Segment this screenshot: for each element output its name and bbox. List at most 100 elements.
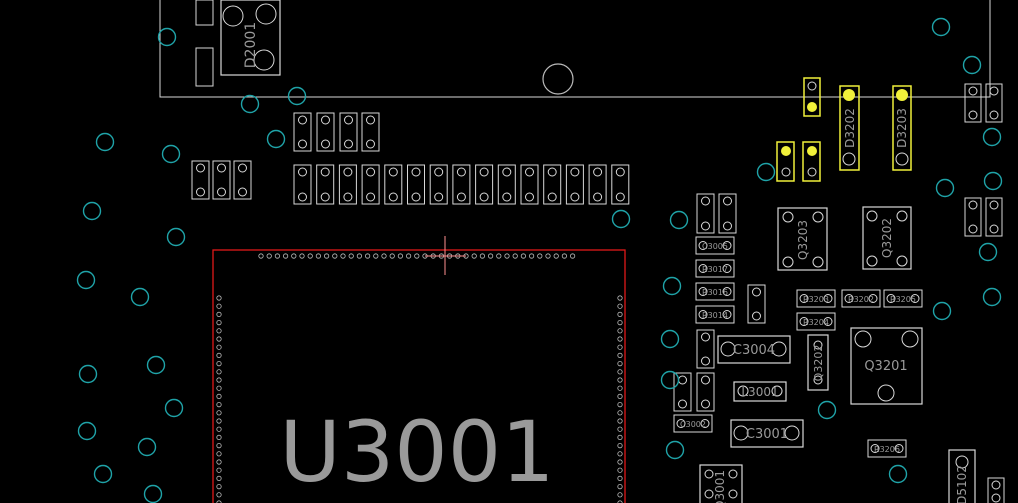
passive-part[interactable]: [233, 160, 252, 200]
passive-part[interactable]: [293, 112, 312, 152]
ic-pad-row: [216, 253, 623, 503]
part-label: R3017: [702, 265, 728, 274]
passive-part[interactable]: [452, 164, 471, 205]
passive-part[interactable]: [316, 112, 335, 152]
passive-part[interactable]: [361, 164, 380, 205]
via: [982, 287, 1002, 307]
passive-part[interactable]: [429, 164, 448, 205]
via: [962, 55, 982, 75]
part-label: R3204: [803, 318, 829, 327]
passive-part[interactable]: [673, 414, 713, 433]
part-label: C3002: [680, 420, 706, 429]
q3001-label: Q3001: [713, 470, 727, 503]
part-label: R3014: [702, 311, 728, 320]
part-label: R3206: [874, 445, 900, 454]
passive-part[interactable]: [565, 164, 584, 205]
part-label: R3203: [803, 295, 829, 304]
highlighted-small-part[interactable]: [776, 141, 795, 182]
d3203-label: D3203: [895, 108, 909, 148]
via: [888, 464, 908, 484]
q3203-label: Q3203: [796, 220, 810, 260]
passive-part[interactable]: [316, 164, 335, 205]
via: [157, 27, 177, 47]
via: [935, 178, 955, 198]
passive-part[interactable]: [611, 164, 630, 205]
passive-part[interactable]: [520, 164, 539, 205]
passive-part[interactable]: [497, 164, 516, 205]
small-part[interactable]: [195, 47, 214, 87]
passive-part[interactable]: [867, 439, 907, 458]
passive-part[interactable]: [695, 305, 735, 324]
highlighted-small-part[interactable]: [802, 141, 821, 182]
passive-part[interactable]: [985, 197, 1003, 237]
passive-part[interactable]: [696, 193, 715, 234]
passive-part[interactable]: [338, 164, 357, 205]
part-label: R3202: [848, 295, 874, 304]
passive-part[interactable]: [985, 83, 1003, 123]
component-c3001[interactable]: C3001: [730, 419, 804, 448]
passive-part[interactable]: [696, 372, 715, 412]
passive-part[interactable]: [841, 289, 881, 308]
q3201-label: Q3201: [864, 359, 907, 374]
component-q3001[interactable]: Q3001: [699, 464, 743, 503]
passive-part[interactable]: [695, 236, 735, 255]
d2001-label: D2001: [243, 22, 259, 68]
passive-part[interactable]: [796, 289, 836, 308]
passive-part[interactable]: [964, 83, 982, 123]
component-d5102[interactable]: D5102: [948, 449, 976, 503]
via: [660, 329, 680, 349]
passive-part[interactable]: [588, 164, 607, 205]
passive-part[interactable]: [747, 284, 766, 324]
passive-part[interactable]: [475, 164, 494, 205]
passive-part[interactable]: [695, 282, 735, 301]
q3202-small-label: Q3202: [812, 345, 825, 382]
via: [662, 276, 682, 296]
component-d3202[interactable]: D3202: [839, 85, 860, 171]
passive-part[interactable]: [543, 164, 562, 205]
via: [978, 242, 998, 262]
via: [817, 400, 837, 420]
component-l3001[interactable]: L3001: [733, 381, 787, 402]
component-q3202-small[interactable]: Q3202: [807, 334, 829, 391]
part-label: C3005: [702, 242, 728, 251]
passive-part[interactable]: [987, 477, 1005, 503]
passive-part[interactable]: [796, 312, 836, 331]
main-ic-u3001[interactable]: U3001: [212, 249, 626, 503]
passive-part[interactable]: [883, 289, 923, 308]
passive-part[interactable]: [673, 372, 692, 412]
passive-part[interactable]: [407, 164, 425, 205]
component-c3004[interactable]: C3004: [717, 335, 791, 364]
small-part[interactable]: [195, 0, 214, 26]
via: [146, 355, 166, 375]
passive-part[interactable]: [293, 164, 312, 205]
via: [130, 287, 150, 307]
highlighted-small-part[interactable]: [803, 77, 821, 117]
component-q3203[interactable]: Q3203: [777, 207, 828, 271]
l3001-label: L3001: [741, 385, 778, 399]
c3004-label: C3004: [733, 343, 775, 358]
via: [931, 17, 951, 37]
component-d2001[interactable]: D2001: [220, 0, 281, 76]
part-label: R3016: [702, 288, 728, 297]
mounting-hole: [542, 63, 574, 95]
via: [164, 398, 184, 418]
via: [932, 301, 952, 321]
passive-part[interactable]: [191, 160, 210, 200]
passive-part[interactable]: [964, 197, 982, 237]
passive-part[interactable]: [718, 193, 737, 234]
cursor-crosshair: [425, 236, 466, 275]
d5102-label: D5102: [955, 465, 969, 503]
passive-part[interactable]: [695, 259, 735, 278]
via: [77, 421, 97, 441]
c3001-label: C3001: [746, 427, 788, 442]
passive-part[interactable]: [339, 112, 358, 152]
passive-part[interactable]: [212, 160, 231, 200]
passive-part[interactable]: [696, 329, 715, 369]
component-d3203[interactable]: D3203: [892, 85, 912, 171]
passive-part[interactable]: [384, 164, 403, 205]
passive-part[interactable]: [361, 112, 380, 152]
via: [240, 94, 260, 114]
component-q3202[interactable]: Q3202: [862, 206, 912, 270]
component-q3201[interactable]: Q3201: [850, 327, 923, 405]
